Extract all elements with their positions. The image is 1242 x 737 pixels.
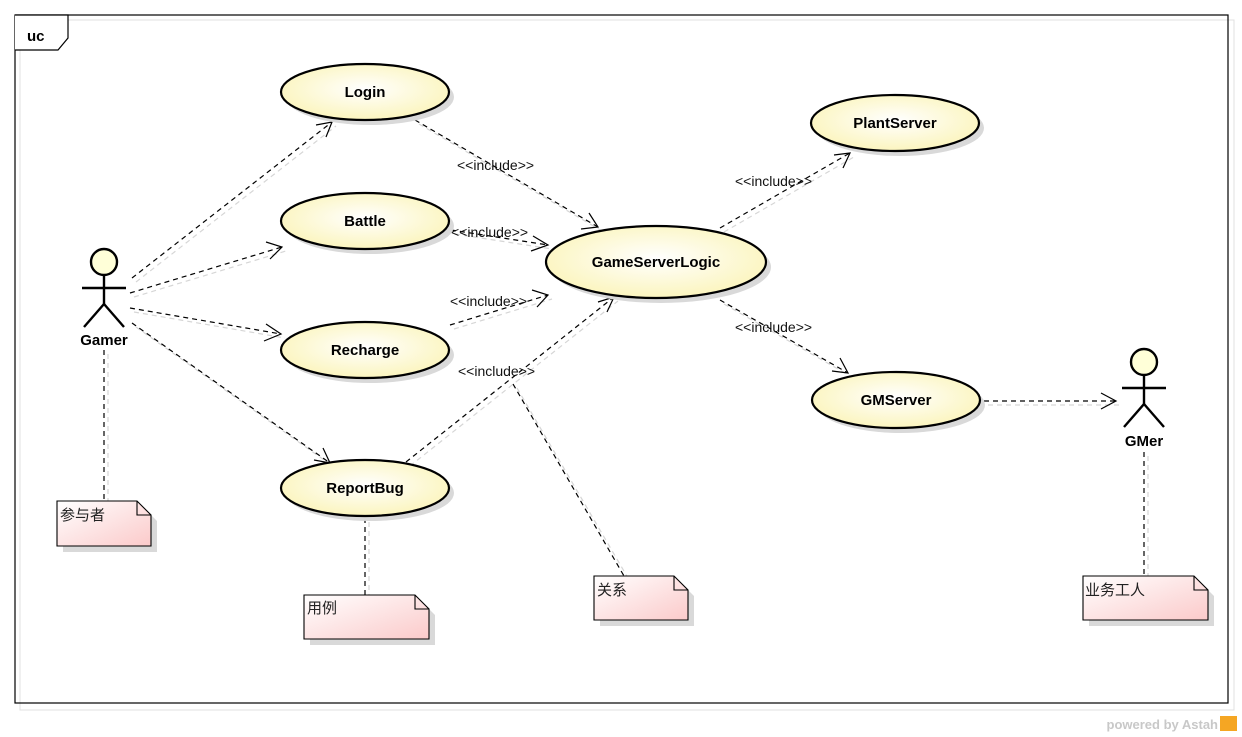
use-case-gameserverlogic-label: GameServerLogic <box>592 254 720 271</box>
note-business-worker[interactable]: 业务工人 <box>1082 575 1214 626</box>
note-links <box>103 350 1149 598</box>
astah-logo-icon <box>1220 716 1237 731</box>
powered-by-footer: powered by Astah <box>1107 716 1237 732</box>
use-case-gmserver[interactable]: GMServer <box>810 370 985 433</box>
use-case-reportbug-label: ReportBug <box>326 480 404 497</box>
include-label-login: <<include>> <box>457 157 534 173</box>
include-label-plant: <<include>> <box>735 173 812 189</box>
use-case-login[interactable]: Login <box>279 62 454 125</box>
include-label-reportbug: <<include>> <box>458 363 535 379</box>
note-relation[interactable]: 关系 <box>593 575 694 626</box>
note-actor[interactable]: 参与者 <box>56 500 157 552</box>
use-case-gameserverlogic[interactable]: GameServerLogic <box>544 224 771 303</box>
powered-by-text: powered by Astah <box>1107 717 1219 732</box>
actor-gamer-label: Gamer <box>80 332 128 349</box>
actor-gmer-icon <box>1129 347 1159 377</box>
frame-label: uc <box>27 28 45 45</box>
actor-gmer[interactable]: GMer <box>1122 347 1166 450</box>
use-case-recharge[interactable]: Recharge <box>279 320 454 383</box>
use-case-reportbug[interactable]: ReportBug <box>279 458 454 521</box>
use-case-battle-label: Battle <box>344 213 386 230</box>
include-label-gm: <<include>> <box>735 319 812 335</box>
actor-gamer-icon <box>89 247 119 277</box>
use-case-battle[interactable]: Battle <box>279 191 454 254</box>
note-usecase-text: 用例 <box>307 599 337 617</box>
note-usecase[interactable]: 用例 <box>303 594 435 645</box>
actor-gamer[interactable]: Gamer <box>80 247 128 349</box>
include-label-battle: <<include>> <box>451 224 528 240</box>
note-business-worker-text: 业务工人 <box>1085 581 1145 599</box>
actor-gmer-label: GMer <box>1125 433 1164 450</box>
use-case-plantserver-label: PlantServer <box>853 115 937 132</box>
use-case-login-label: Login <box>345 84 386 101</box>
note-relation-text: 关系 <box>597 581 627 599</box>
diagram-frame: uc <box>14 14 1235 711</box>
use-case-recharge-label: Recharge <box>331 342 399 359</box>
use-case-gmserver-label: GMServer <box>861 392 932 409</box>
relationships <box>129 119 1120 468</box>
include-labels: <<include>> <<include>> <<include>> <<in… <box>450 157 812 379</box>
note-actor-text: 参与者 <box>60 506 105 524</box>
use-case-plantserver[interactable]: PlantServer <box>809 93 984 156</box>
include-label-recharge: <<include>> <box>450 293 527 309</box>
